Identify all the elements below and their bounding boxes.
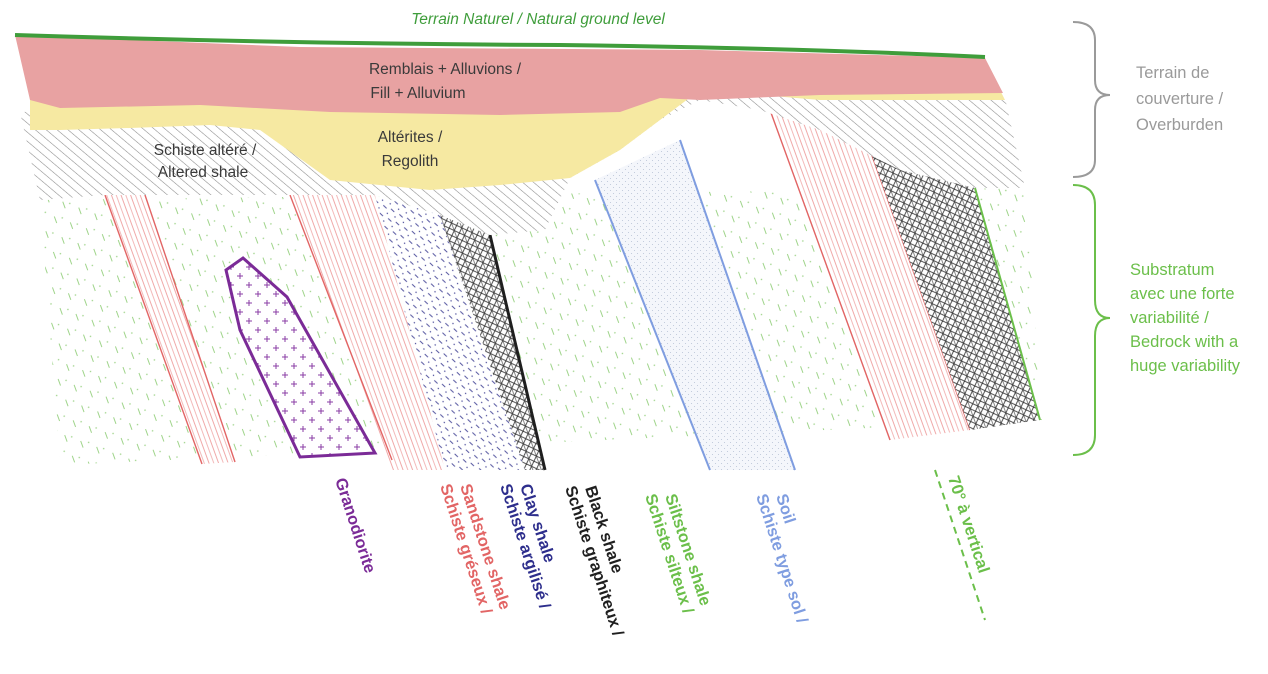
regolith-layer: [30, 90, 1005, 190]
altered-shale-label-2: Altered shale: [158, 164, 248, 181]
regolith-label-2: Regolith: [382, 153, 439, 170]
bedrock-label-3: variabilité /: [1130, 309, 1209, 327]
bedrock-label-5: huge variability: [1130, 357, 1241, 375]
soil-band: [594, 139, 796, 471]
sandstone-band-2: [289, 194, 445, 470]
sandstone-band-1: [104, 194, 236, 465]
overburden-label-1: Terrain de: [1136, 64, 1209, 82]
fill-alluvium-label-1: Remblais + Alluvions /: [369, 61, 522, 78]
overburden-brace: [1072, 21, 1111, 178]
black-shale-band-right: [870, 150, 1041, 430]
regolith-label-1: Altérites /: [378, 129, 443, 146]
fill-alluvium-label-2: Fill + Alluvium: [370, 85, 465, 102]
fill-alluvium-layer: [15, 35, 1003, 115]
clay-shale-band: [375, 195, 525, 470]
natural-ground-line: [14, 33, 986, 59]
altered-shale-label-1: Schiste altéré /: [154, 142, 257, 159]
bedrock-brace: [1072, 184, 1111, 456]
granodiorite-intrusion: [224, 256, 378, 459]
rock-label-granodiorite-1: Granodiorite: [331, 476, 379, 576]
dip-line: [934, 469, 986, 621]
bedrock-label-4: Bedrock with a: [1130, 333, 1239, 351]
ground-label: Terrain Naturel / Natural ground level: [411, 11, 665, 28]
black-shale-band: [440, 215, 547, 471]
overburden-label-2: couverture /: [1136, 90, 1224, 108]
overburden-label-3: Overburden: [1136, 116, 1223, 134]
dip-label: 70° à vertical: [944, 474, 992, 576]
bedrock-label-2: avec une forte: [1130, 285, 1235, 303]
bedrock-label-1: Substratum: [1130, 261, 1214, 279]
